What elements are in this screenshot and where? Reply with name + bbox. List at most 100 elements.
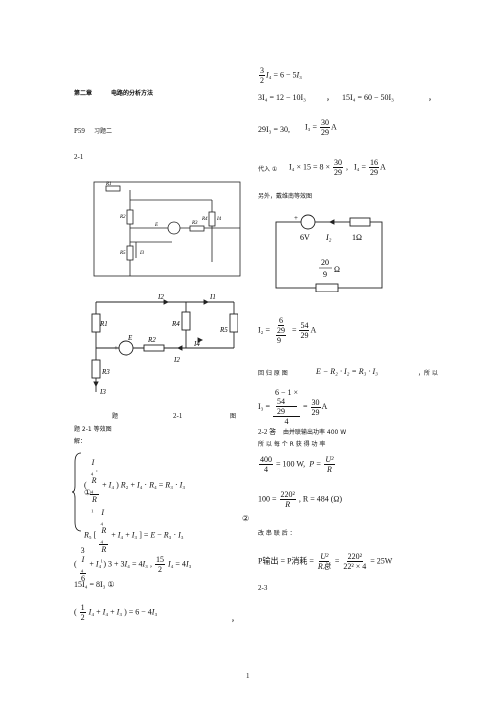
fig3-current: I₂ [325, 233, 332, 242]
equation-mark-1: ① [84, 488, 92, 497]
problem-2-2-text: 由并联输出功率 400 W [283, 429, 347, 436]
fig3-voltage: 6V [300, 233, 310, 242]
fig1-label-r2: R2 [119, 215, 126, 220]
p-frac2-den: 22² × 4 [343, 562, 367, 571]
exercise-label: 习题二 [94, 128, 113, 135]
frac-4: 4 [264, 465, 268, 474]
problem-2-2-label: 2-2 答 [258, 428, 277, 436]
p-frac1-num: U² [319, 552, 330, 562]
chapter-title: 电路的分析方法 [111, 90, 154, 97]
page-reference: P59 [74, 127, 85, 135]
frac-54: 54 [299, 321, 310, 331]
fig2-label-r4: R4 [171, 320, 180, 328]
circuit-figure-2: R1 I2 I1 R4 R5 E R2 I4 I2 R3 I3 + [91, 293, 238, 396]
i3-eq-label: I₃ = [258, 401, 270, 411]
fig-caption-word1: 题 [112, 413, 119, 420]
fig2-label-i1: I1 [209, 293, 216, 301]
system-brace [72, 452, 82, 532]
fig1-label-r4: R4 [201, 217, 208, 222]
frac-29: 29 [320, 128, 329, 137]
fig2-label-i2-top: I2 [157, 293, 164, 301]
frac-29b: 29 [369, 168, 378, 177]
i3-label: I₃ = [305, 122, 317, 132]
frac-30: 30 [319, 118, 330, 128]
problem-2-2-text2: 所 以 每 个 R 获 得 功 率 [258, 441, 326, 448]
p-frac2-num: 220² [346, 552, 363, 562]
chapter-label: 第二章 [74, 90, 93, 97]
frac-9: 9 [276, 336, 281, 345]
fig3-r1: 1Ω [352, 233, 362, 242]
problem-2-3-label: 2-3 [258, 584, 268, 592]
fig1-label-e: E [154, 223, 158, 228]
fig-caption-equivalent: 题 2-1 等效图 [74, 426, 112, 433]
equation-5-tail: ， [231, 614, 239, 623]
i2-label: I₂ = [258, 325, 270, 335]
page-number: 1 [246, 672, 250, 680]
fig1-label-i4: I4 [216, 217, 222, 222]
i3-num: 6 − 1 × [274, 388, 298, 397]
fig2-label-r2: R2 [147, 336, 156, 344]
fig2-label-i2-bottom: I2 [173, 356, 180, 364]
fig3-r2-den: 9 [323, 270, 327, 279]
eq-100-label: 100 = [258, 494, 277, 504]
fig2-source-plus: + [114, 344, 118, 352]
i3-den: 4 [284, 417, 289, 426]
line4-text: I₄ × 15 = 8 × [289, 162, 330, 172]
right-line-2a: 3I₄ = 12 − 10I₃ [258, 93, 306, 102]
frac-16: 16 [368, 158, 379, 168]
p-out-label: P输出 = P消耗 = [258, 556, 314, 566]
power-100w: = 100 W, [276, 459, 306, 469]
fig2-label-i4: I4 [193, 340, 200, 348]
frac-29c: 29 [275, 326, 286, 336]
p-frac1-den: R总 [317, 562, 331, 571]
equation-mark-2: ② [242, 514, 250, 523]
eq-r484: , R = 484 (Ω) [298, 494, 343, 504]
i4-label: I₄ = [354, 162, 366, 172]
circuit-figure-1: R1 R2 E R3 R4 I4 R5 I3 [93, 181, 241, 277]
frac-r: R [326, 465, 332, 474]
p-result: = 25W [370, 556, 393, 566]
solution-label: 解： [74, 438, 87, 445]
back-equation: E − R₂ · I₂ = R₃ · I₃ [316, 367, 378, 376]
fig1-label-r5: R5 [119, 251, 126, 256]
fig-caption-word2: 图 [230, 413, 237, 420]
fig-caption-number: 2-1 [173, 412, 183, 420]
right-line-2-tail: ， [428, 93, 436, 102]
frac-u2: U² [324, 455, 335, 465]
unit-a: A [330, 122, 337, 132]
problem-number: 2-1 [74, 153, 84, 161]
back-to-original-text: 回 归 原 图 [258, 370, 288, 377]
frac-6: 6 [277, 316, 284, 326]
fig1-label-i3: I3 [139, 251, 145, 256]
right-line-3a: 29I₃ = 30, [258, 125, 290, 134]
fig2-label-r5: R5 [219, 326, 228, 334]
series-text: 改 串 联 后 ： [258, 530, 296, 537]
thevenin-text: 另外，戴维南等效图 [258, 193, 313, 200]
fig3-r2-unit: Ω [334, 265, 340, 274]
fig1-label-r1: R1 [105, 182, 112, 187]
frac-400: 400 [259, 455, 273, 465]
fig2-label-e: E [127, 334, 133, 342]
fig3-plus: + [294, 214, 298, 222]
right-line-2-sep: ， [326, 93, 334, 102]
fig1-label-r3: R3 [191, 221, 198, 226]
fig3-r2-num: 20 [321, 258, 329, 267]
fig2-label-r1: R1 [99, 320, 108, 328]
substitute-text: 代入 ① [258, 166, 278, 173]
equation-4: 15I₄ = 8I₃ ① [74, 580, 115, 589]
fig2-label-i3: I3 [99, 388, 106, 396]
frac-220sq: 220² [279, 490, 296, 500]
fig2-label-r3: R3 [101, 368, 110, 376]
